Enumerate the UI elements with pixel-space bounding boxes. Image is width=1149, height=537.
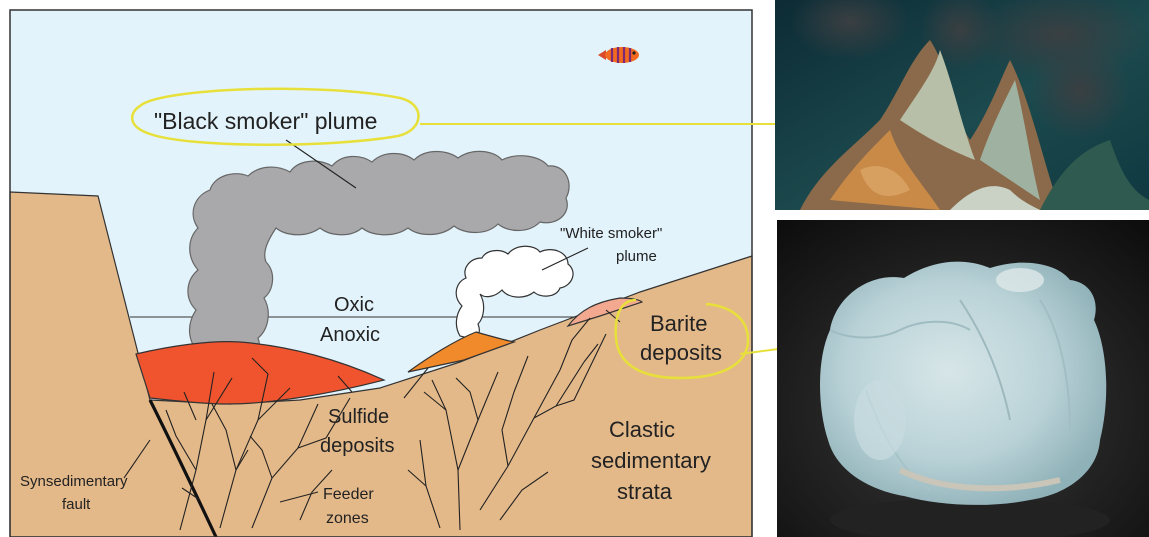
label-feeder-1: Feeder xyxy=(323,486,374,503)
label-barite-1: Barite xyxy=(650,311,707,336)
label-oxic: Oxic xyxy=(334,294,374,316)
label-sulfide-1: Sulfide xyxy=(328,406,389,428)
label-clastic-2: sedimentary xyxy=(591,448,711,473)
barite-crystal-photo xyxy=(777,220,1149,537)
label-black-smoker: "Black smoker" plume xyxy=(154,108,377,134)
label-fault-1: Synsedimentary xyxy=(20,473,128,490)
label-feeder-2: zones xyxy=(326,510,369,527)
label-clastic-3: strata xyxy=(617,479,673,504)
label-fault-2: fault xyxy=(62,496,91,513)
label-white-smoker-2: plume xyxy=(616,248,657,265)
label-barite-2: deposits xyxy=(640,340,722,365)
label-white-smoker-1: "White smoker" xyxy=(560,225,662,242)
diagram-panel: "Black smoker" plume "White smoker" plum… xyxy=(10,10,752,537)
label-clastic-1: Clastic xyxy=(609,417,675,442)
label-sulfide-2: deposits xyxy=(320,435,395,457)
black-smoker-vent-photo xyxy=(775,0,1149,210)
label-anoxic: Anoxic xyxy=(320,324,380,346)
